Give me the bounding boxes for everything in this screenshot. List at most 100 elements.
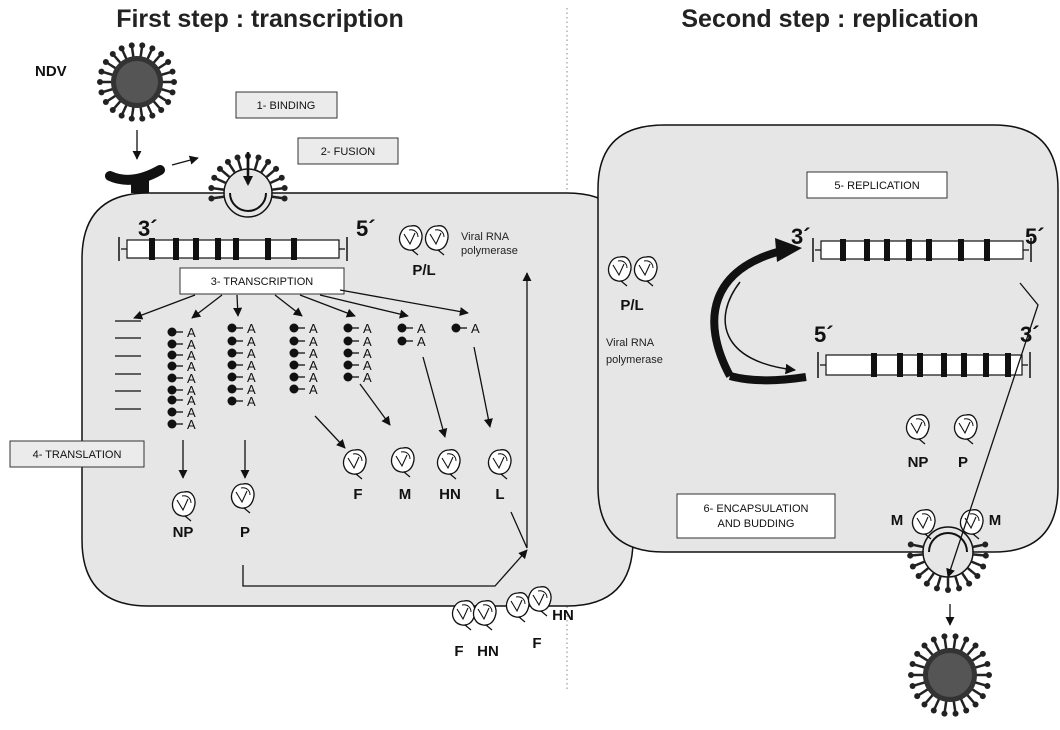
svg-text:A: A — [309, 346, 318, 361]
svg-text:A: A — [187, 417, 196, 432]
svg-text:A: A — [247, 394, 256, 409]
svg-text:A: A — [187, 348, 196, 363]
polymerase-label-line1: Viral RNA — [461, 231, 510, 243]
membrane-label-hn1: HN — [477, 643, 499, 660]
svg-text:A: A — [363, 321, 372, 336]
transcription-arrows — [133, 289, 469, 320]
svg-text:A: A — [187, 359, 196, 374]
virus-icon — [97, 42, 177, 122]
mrna-transcript: A — [167, 359, 196, 374]
svg-text:A: A — [309, 358, 318, 373]
mrna-transcript: A — [167, 383, 196, 398]
mrna-transcript: A — [167, 348, 196, 363]
svg-text:A: A — [309, 370, 318, 385]
virus-label: NDV — [35, 63, 67, 80]
left-title: First step : transcription — [116, 5, 404, 33]
mrna-transcript: A — [289, 334, 318, 349]
svg-text:A: A — [247, 321, 256, 336]
protein-icon — [505, 592, 530, 623]
replication-step-box: 5- REPLICATION — [806, 171, 948, 199]
membrane-label-hn2: HN — [552, 607, 574, 624]
svg-text:A: A — [247, 370, 256, 385]
mrna-transcript: A — [227, 382, 256, 397]
protein-label-p: P — [240, 524, 250, 541]
protein-label-hn: HN — [439, 486, 461, 503]
progeny-virus-icon — [908, 633, 992, 717]
viral-genome — [118, 237, 348, 261]
protein-icon — [527, 586, 552, 617]
mrna-transcript: A — [167, 337, 196, 352]
svg-text:6- ENCAPSULATION: 6- ENCAPSULATION — [704, 503, 809, 515]
membrane-label-f1: F — [454, 643, 463, 660]
mrna-transcript: A — [167, 417, 196, 432]
svg-text:A: A — [247, 358, 256, 373]
svg-text:A: A — [309, 321, 318, 336]
encapsulation-step-box: 6- ENCAPSULATION AND BUDDING — [676, 493, 836, 539]
svg-text:AND BUDDING: AND BUDDING — [717, 518, 794, 530]
svg-text:2- FUSION: 2- FUSION — [321, 146, 375, 158]
budding-virus-icon — [907, 526, 989, 593]
mrna-transcript: A — [289, 370, 318, 385]
mrna-transcript: A — [343, 358, 372, 373]
mrna-transcript: A — [289, 321, 318, 336]
svg-text:A: A — [309, 334, 318, 349]
mrna-transcript: A — [167, 405, 196, 420]
mrna-transcript: A — [289, 382, 318, 397]
mrna-transcript: A — [289, 346, 318, 361]
mrna-transcript: A — [227, 394, 256, 409]
protein-label-m-right1: M — [891, 512, 904, 529]
genome-3-end: 3´ — [138, 216, 158, 241]
protein-label-np: NP — [173, 524, 194, 541]
arrow-icon — [171, 155, 199, 166]
svg-text:A: A — [417, 334, 426, 349]
mrna-transcript: A — [451, 321, 480, 336]
protein-label-np-right: NP — [908, 454, 929, 471]
genome-5-end: 5´ — [356, 216, 376, 241]
svg-text:A: A — [309, 382, 318, 397]
transcription-step-box: 3- TRANSCRIPTION — [179, 267, 345, 295]
budding-path — [946, 282, 1039, 578]
receptor-icon — [105, 165, 165, 193]
genome-5-end-top: 5´ — [1025, 224, 1045, 249]
svg-text:A: A — [363, 370, 372, 385]
mrna-transcript: A — [397, 334, 426, 349]
pl-label-right: P/L — [620, 297, 643, 314]
protein-label-p-right: P — [958, 454, 968, 471]
svg-text:1- BINDING: 1- BINDING — [257, 100, 316, 112]
genome-3-end-bottom: 3´ — [1020, 322, 1040, 347]
fusion-step-box: 2- FUSION — [297, 137, 399, 165]
svg-text:A: A — [363, 358, 372, 373]
mrna-transcript: A — [227, 358, 256, 373]
svg-text:A: A — [417, 321, 426, 336]
antigenome — [817, 352, 1031, 378]
protein-icon — [451, 600, 476, 631]
svg-text:A: A — [247, 334, 256, 349]
membrane-label-f2: F — [532, 635, 541, 652]
mrna-transcript: A — [289, 358, 318, 373]
svg-text:A: A — [363, 334, 372, 349]
polymerase-label-line2: polymerase — [461, 245, 518, 257]
mrna-transcript: A — [167, 325, 196, 340]
right-title: Second step : replication — [681, 5, 978, 33]
mrna-transcript: A — [227, 370, 256, 385]
protein-label-f: F — [353, 486, 362, 503]
svg-text:5- REPLICATION: 5- REPLICATION — [834, 180, 919, 192]
polymerase-right-line2: polymerase — [606, 354, 663, 366]
pl-label: P/L — [412, 262, 435, 279]
mrna-transcript: A — [167, 393, 196, 408]
mrna-transcript: A — [227, 334, 256, 349]
mrna-transcript: A — [167, 371, 196, 386]
genome-5-end-bottom: 5´ — [814, 322, 834, 347]
translation-arrows — [178, 346, 493, 479]
translation-step-box: 4- TRANSLATION — [9, 440, 145, 468]
svg-text:A: A — [187, 325, 196, 340]
svg-text:A: A — [187, 371, 196, 386]
protein-label-m: M — [399, 486, 412, 503]
mrna-transcript: A — [343, 321, 372, 336]
protein-icon — [472, 600, 497, 631]
svg-text:A: A — [187, 393, 196, 408]
svg-text:3- TRANSCRIPTION: 3- TRANSCRIPTION — [211, 276, 314, 288]
viral-genome — [812, 238, 1032, 262]
